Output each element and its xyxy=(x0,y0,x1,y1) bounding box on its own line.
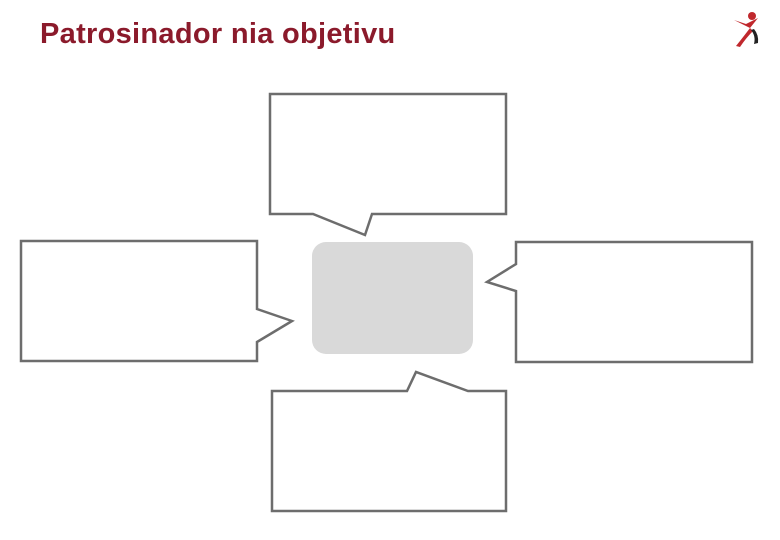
running-figure-logo-icon xyxy=(734,12,759,47)
callout-top xyxy=(268,92,508,237)
center-box xyxy=(312,242,473,354)
callout-right xyxy=(484,240,754,364)
callout-bottom xyxy=(270,370,508,513)
slide-title: Patrosinador nia objetivu xyxy=(40,18,396,50)
callout-left xyxy=(19,239,295,363)
